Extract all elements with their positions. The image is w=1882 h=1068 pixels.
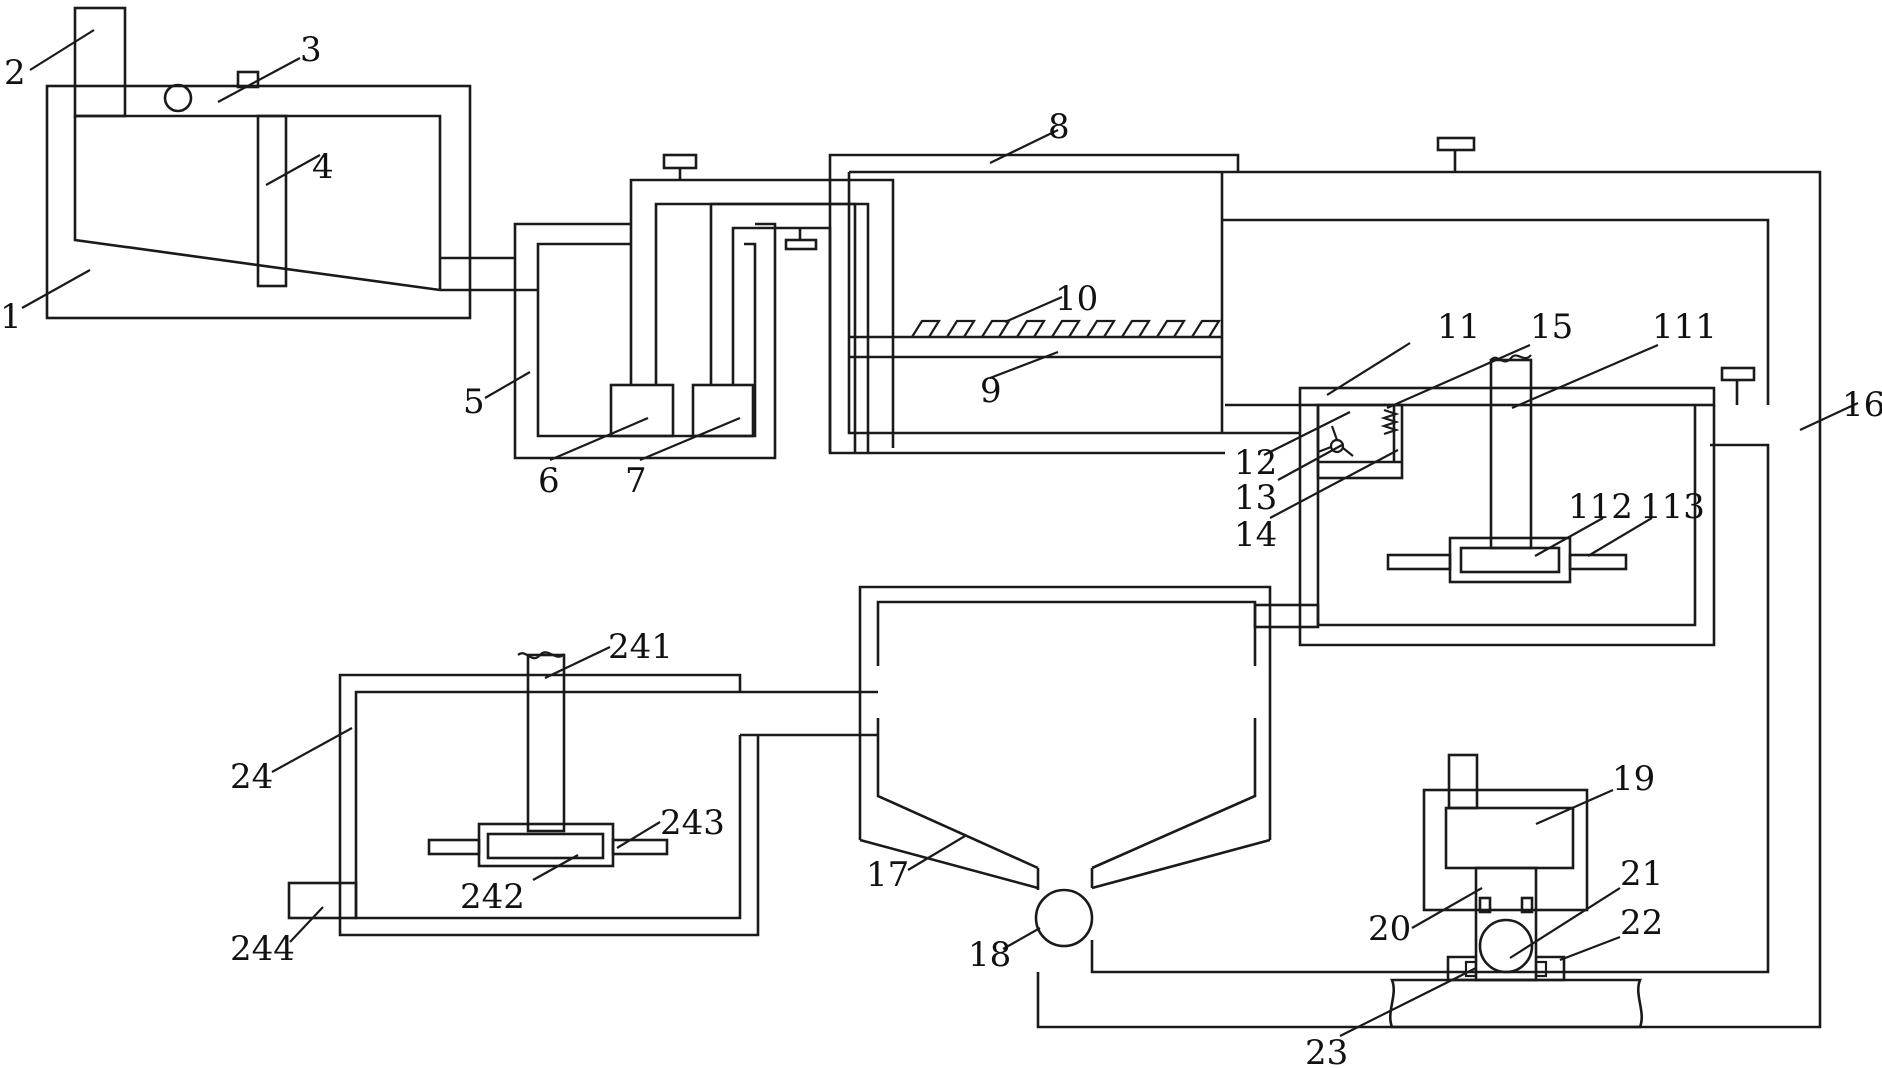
valve-3 xyxy=(163,70,260,113)
label-11: 11 xyxy=(1437,307,1480,347)
tank-24 xyxy=(287,673,760,937)
label-6: 6 xyxy=(538,461,560,501)
label-1: 1 xyxy=(0,297,22,337)
motor-19 xyxy=(1422,753,1589,912)
label-111: 111 xyxy=(1652,307,1717,347)
valve-16 xyxy=(1436,136,1476,172)
label-18: 18 xyxy=(968,935,1011,975)
label-7: 7 xyxy=(625,461,647,501)
settling-tank-17 xyxy=(858,585,1272,890)
label-20: 20 xyxy=(1368,909,1411,949)
valve-tank11 xyxy=(1720,366,1756,405)
label-241: 241 xyxy=(608,627,673,667)
label-3: 3 xyxy=(300,30,322,70)
labels: 2 3 4 1 5 6 7 8 10 9 11 15 111 12 13 14 … xyxy=(0,30,1882,1068)
label-10: 10 xyxy=(1055,279,1098,319)
spring-15 xyxy=(1380,408,1400,436)
label-4: 4 xyxy=(312,147,334,187)
label-24: 24 xyxy=(230,757,273,797)
pump-6 xyxy=(609,383,675,438)
inlet-pipe-2 xyxy=(73,6,127,118)
label-12: 12 xyxy=(1234,443,1277,483)
tank-11 xyxy=(1298,386,1716,647)
seat-22 xyxy=(1446,955,1566,982)
label-9: 9 xyxy=(980,371,1002,411)
return-pipe-16 xyxy=(1036,170,1822,1029)
leader-lines xyxy=(21,29,1859,1037)
impeller-21 xyxy=(1478,918,1534,974)
label-14: 14 xyxy=(1234,515,1277,555)
pipe-1-to-5 xyxy=(440,256,538,292)
label-22: 22 xyxy=(1620,903,1663,943)
label-19: 19 xyxy=(1612,759,1655,799)
label-23: 23 xyxy=(1305,1033,1348,1068)
pipe-pump7 xyxy=(709,202,857,452)
filter-plate-9 xyxy=(849,335,1222,359)
label-16: 16 xyxy=(1842,385,1882,425)
label-2: 2 xyxy=(4,53,26,93)
label-244: 244 xyxy=(230,929,295,969)
label-113: 113 xyxy=(1640,487,1705,527)
label-13: 13 xyxy=(1234,478,1277,518)
fan-13 xyxy=(1317,425,1354,457)
label-21: 21 xyxy=(1620,854,1663,894)
tank-8 xyxy=(828,153,1240,455)
label-5: 5 xyxy=(463,382,485,422)
pipe-17-to-24 xyxy=(740,690,878,737)
label-112: 112 xyxy=(1568,487,1633,527)
label-8: 8 xyxy=(1048,107,1070,147)
filter-media-10 xyxy=(911,319,1221,338)
base-23 xyxy=(1389,978,1643,1029)
valve-18 xyxy=(1034,888,1094,948)
baffle-4 xyxy=(256,114,288,288)
pump-7 xyxy=(691,383,755,438)
valve-top-pipe xyxy=(662,153,698,180)
label-17: 17 xyxy=(866,855,909,895)
stirrer-241 xyxy=(427,651,669,868)
pipe-11-to-17 xyxy=(1253,603,1320,629)
label-243: 243 xyxy=(660,803,725,843)
valve-inner-pipe xyxy=(784,228,818,251)
label-15: 15 xyxy=(1530,307,1573,347)
stirrer-111 xyxy=(1386,354,1628,584)
label-242: 242 xyxy=(460,877,525,917)
tank-5 xyxy=(513,222,777,460)
